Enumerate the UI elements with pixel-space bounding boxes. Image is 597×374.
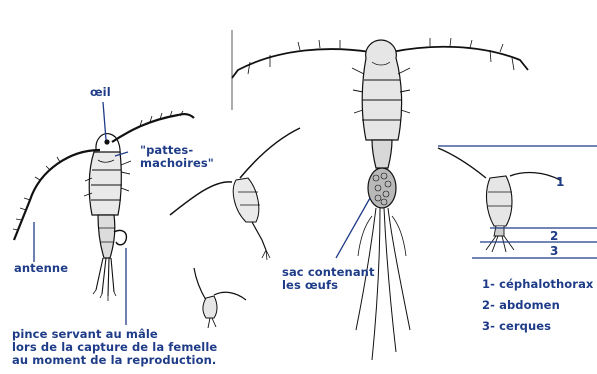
label-antenne: antenne <box>14 262 68 275</box>
segment-number-1: 1 <box>556 176 564 189</box>
legend-item-cerques: 3- cerques <box>482 320 551 333</box>
tiny-copepod-drawing <box>194 268 246 328</box>
legend-item-abdomen: 2- abdomen <box>482 299 560 312</box>
segment-number-2: 2 <box>550 230 558 243</box>
label-oeil: œil <box>90 86 111 99</box>
label-pince: pince servant au mâle lors de la capture… <box>12 328 217 367</box>
segment-number-3: 3 <box>550 245 558 258</box>
segment-guide-lines <box>438 146 597 258</box>
label-pattes-machoires: "pattes- machoires" <box>140 144 214 170</box>
label-sac-oeufs: sac contenant les œufs <box>282 266 375 292</box>
legend-item-cephalothorax: 1- céphalothorax <box>482 278 593 291</box>
segmented-copepod-drawing <box>438 148 560 252</box>
